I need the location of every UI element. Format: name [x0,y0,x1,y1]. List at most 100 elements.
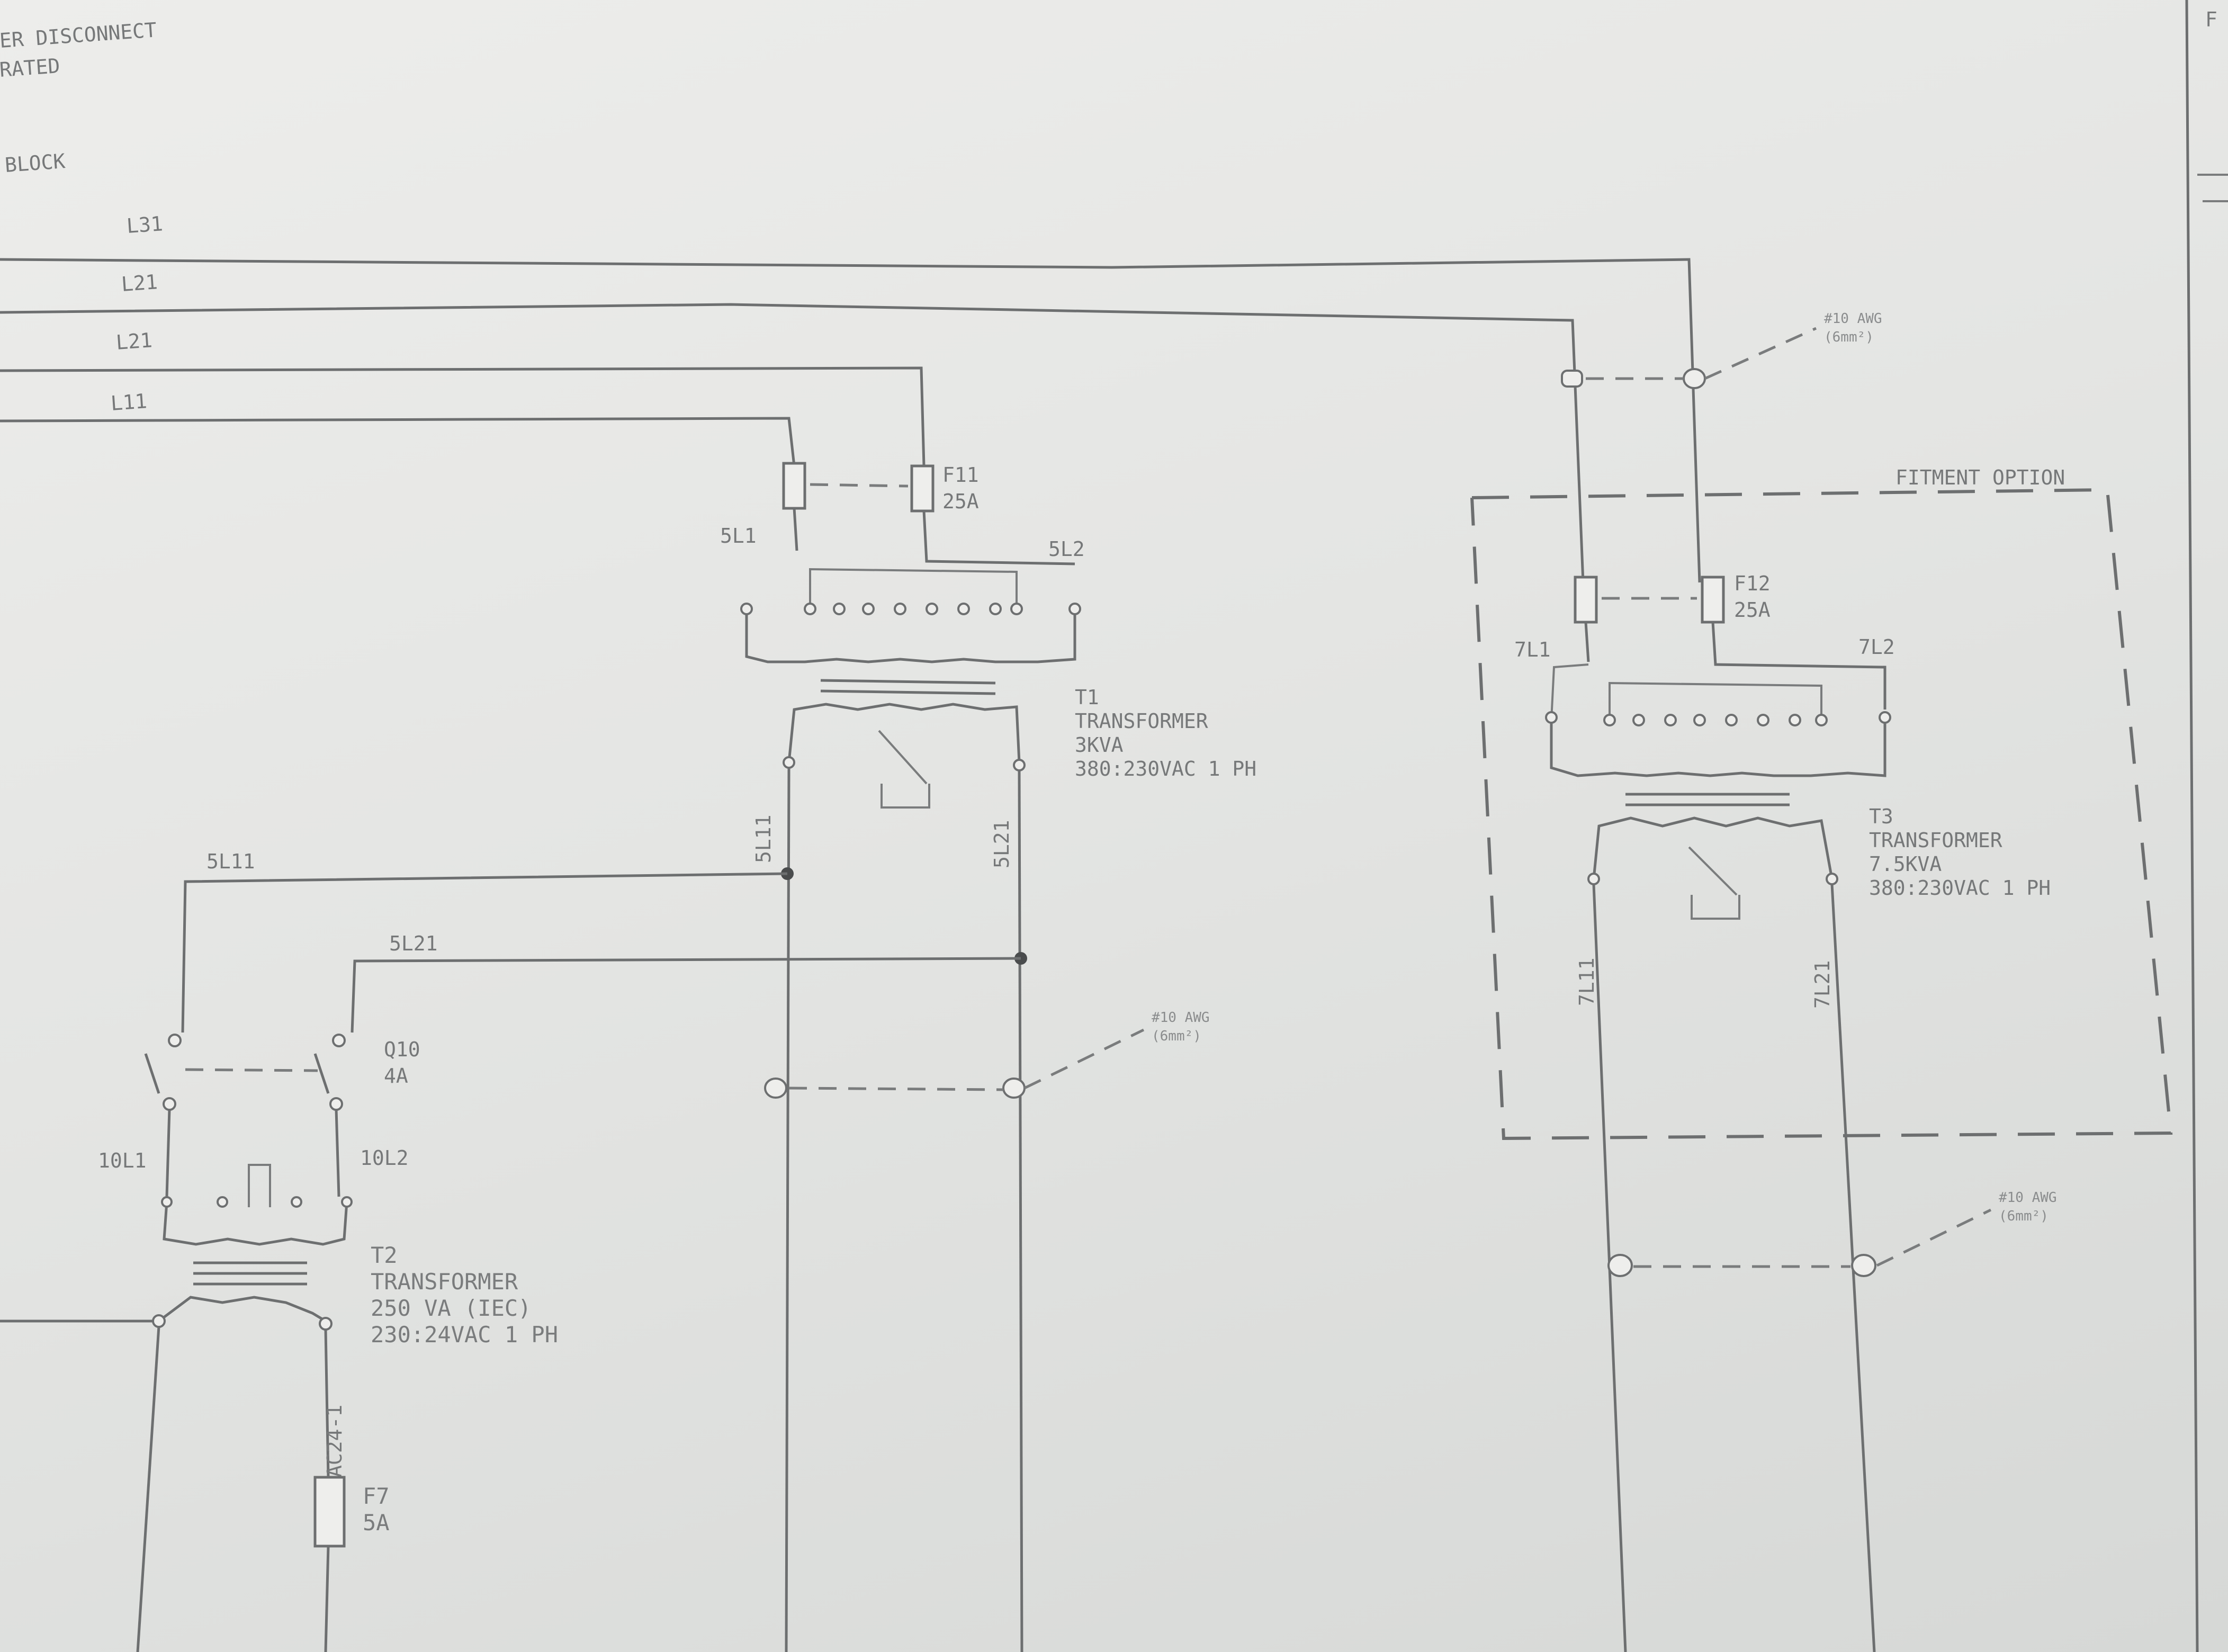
t2-x2-terminal [152,1314,166,1328]
label-ac24: AC24-1 [323,1405,346,1477]
fuse-f7-name: F7 [363,1483,390,1509]
t2-voltage: 230:24VAC 1 PH [371,1322,558,1348]
t2-primary-taps [161,1196,353,1208]
t1-core [820,679,996,685]
label-7l1: 7L1 [1514,638,1551,661]
t3-voltage: 380:230VAC 1 PH [1869,876,2051,900]
t2-secondary-coil [158,1296,327,1323]
t3-tap-bridge [1609,681,1822,725]
label-7l21-vertical: 7L21 [1811,960,1834,1009]
spec3-marker-right [1851,1254,1876,1277]
fuse-f11 [910,464,935,513]
label-5l11-branch: 5L11 [206,850,255,873]
spec2-marker-left [1561,370,1583,388]
t1-tap-bridge [809,568,1018,614]
fuse-link-dash [810,483,909,488]
t3-secondary-coil [1592,816,1834,879]
wire-7l2 [1711,622,1886,710]
t1-cross-link [878,730,928,785]
wire-f7-out [324,1546,330,1652]
wire-5l11-branch [181,872,788,1033]
breaker-link-dash [185,1068,318,1072]
t2-tap-link [248,1164,271,1207]
bus-line-l21a [0,303,1585,583]
label-5l1: 5L1 [720,524,757,547]
fuse-l1-top [782,462,806,510]
fuse-f12 [1701,576,1725,624]
t3-id: T3 [1869,805,1893,828]
label-5l2: 5L2 [1048,537,1085,561]
t1-x2x3-link [881,784,930,809]
spec1-gauge: #10 AWG [1152,1010,1210,1026]
t1-primary-coil [745,614,1076,663]
bus-line-l21b [0,366,926,466]
fuse-f12-name: F12 [1734,572,1771,595]
t2-id: T2 [371,1242,398,1268]
breaker-rating: 4A [384,1064,408,1088]
wire-t2-return [136,1326,160,1652]
t1-x4-terminal [783,756,795,769]
spec1-leader [1023,1028,1145,1090]
wire-10l2 [335,1109,340,1197]
fuse-f7 [313,1476,346,1548]
bus-line-l31 [0,258,1701,583]
label-5l11-vertical: 5L11 [752,814,775,863]
t1-secondary-coil [787,703,1021,763]
fuse-f11-rating: 25A [942,490,979,513]
spec3-gauge: #10 AWG [1999,1190,2057,1206]
spec1-area: (6mm²) [1152,1028,1201,1044]
breaker-id: Q10 [384,1038,420,1061]
wire-5l21-branch [351,957,1021,1033]
frame-border [2185,0,2199,1652]
bus-label-l21a: L21 [121,270,159,296]
label-5l21-branch: 5L21 [389,932,438,955]
spec2-gauge: #10 AWG [1824,311,1882,327]
label-7l2: 7L2 [1858,635,1895,659]
label-10l1: 10L1 [98,1149,147,1172]
wire-5l1 [793,508,798,551]
spec1-dash [788,1087,1004,1091]
fitment-option-box [1470,488,2173,1141]
spec1-marker-left [764,1078,787,1099]
spec3-marker-left [1607,1254,1633,1277]
t3-cross-link [1688,846,1738,896]
wire-10l1 [165,1109,171,1197]
bus-label-l11: L11 [110,389,148,415]
breaker-q10 [144,1034,346,1111]
corner-letter: F [2205,8,2217,31]
t3-type: TRANSFORMER [1869,829,2002,852]
fuse-f12-rating: 25A [1734,598,1771,622]
t3-h1-lead [1550,663,1589,721]
t1-core [820,689,996,695]
wire-5l2 [922,510,1075,565]
t1-type: TRANSFORMER [1075,710,1208,733]
spec2-marker-right [1683,368,1706,389]
fuse-f11-name: F11 [942,463,979,487]
bus-label-l31: L31 [126,212,164,238]
t1-rating: 3KVA [1075,733,1124,757]
wire-5l21-vertical [1018,770,1023,1652]
t1-primary-taps [740,603,1081,615]
t3-primary-taps [1545,711,1891,726]
wire-7l1 [1584,622,1590,662]
t3-x4-terminal [1587,873,1600,885]
t3-rating: 7.5KVA [1869,852,1942,876]
spec3-area: (6mm²) [1999,1208,2049,1224]
t3-x1-terminal [1826,873,1838,885]
fuse-l1-fitment [1574,576,1598,624]
fuse-f7-rating: 5A [363,1510,390,1536]
t2-primary-coil [163,1201,348,1246]
header-line1: ER DISCONNECT [0,18,157,52]
label-7l11-vertical: 7L11 [1575,957,1598,1006]
bus-label-l21b: L21 [115,328,154,354]
t1-x1-terminal [1013,759,1026,771]
wire-ac24 [324,1328,330,1478]
spec3-leader [1876,1208,1992,1267]
header-line2: RATED [0,54,61,82]
t2-type: TRANSFORMER [371,1269,518,1295]
spec2-leader [1704,327,1817,380]
spec2-area: (6mm²) [1824,329,1874,345]
t2-x1-terminal [319,1317,333,1331]
label-10l2: 10L2 [360,1146,409,1170]
